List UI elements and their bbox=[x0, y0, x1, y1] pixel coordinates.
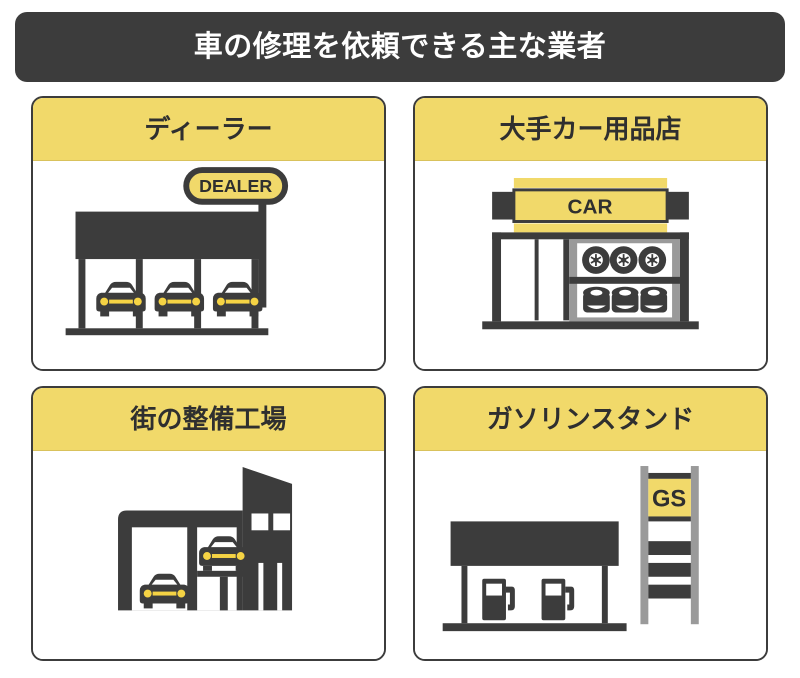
gas-station-illustration: GS bbox=[442, 466, 699, 632]
card-car-supply-store-header: 大手カー用品店 bbox=[415, 98, 766, 161]
card-gas-station-header: ガソリンスタンド bbox=[415, 388, 766, 451]
card-gas-station[interactable]: ガソリンスタンド GS bbox=[413, 386, 768, 661]
card-local-garage-title: 街の整備工場 bbox=[130, 404, 287, 434]
card-grid: ディーラー DEALER bbox=[0, 96, 800, 666]
gs-sign-label: GS bbox=[652, 487, 686, 513]
page-title-bar: 車の修理を依頼できる主な業者 bbox=[15, 12, 785, 82]
card-local-garage-header: 街の整備工場 bbox=[33, 388, 384, 451]
car-supply-store-illustration: CAR bbox=[482, 177, 699, 330]
page-title: 車の修理を依頼できる主な業者 bbox=[193, 30, 607, 63]
local-garage-illustration bbox=[118, 467, 293, 611]
dealership-illustration: DEALER bbox=[65, 167, 289, 336]
card-dealer-header: ディーラー bbox=[33, 98, 384, 161]
dealer-sign-label: DEALER bbox=[199, 176, 272, 196]
card-dealer-body: DEALER bbox=[33, 161, 384, 369]
car-sign-label: CAR bbox=[568, 196, 613, 219]
card-car-supply-store[interactable]: 大手カー用品店 CAR bbox=[413, 96, 768, 371]
card-gas-station-body: GS bbox=[415, 451, 766, 659]
card-car-supply-store-body: CAR bbox=[415, 161, 766, 369]
card-gas-station-title: ガソリンスタンド bbox=[486, 404, 695, 434]
card-local-garage[interactable]: 街の整備工場 bbox=[31, 386, 386, 661]
card-dealer-title: ディーラー bbox=[144, 114, 273, 144]
card-car-supply-store-title: 大手カー用品店 bbox=[499, 114, 682, 144]
card-dealer[interactable]: ディーラー DEALER bbox=[31, 96, 386, 371]
card-local-garage-body bbox=[33, 451, 384, 659]
